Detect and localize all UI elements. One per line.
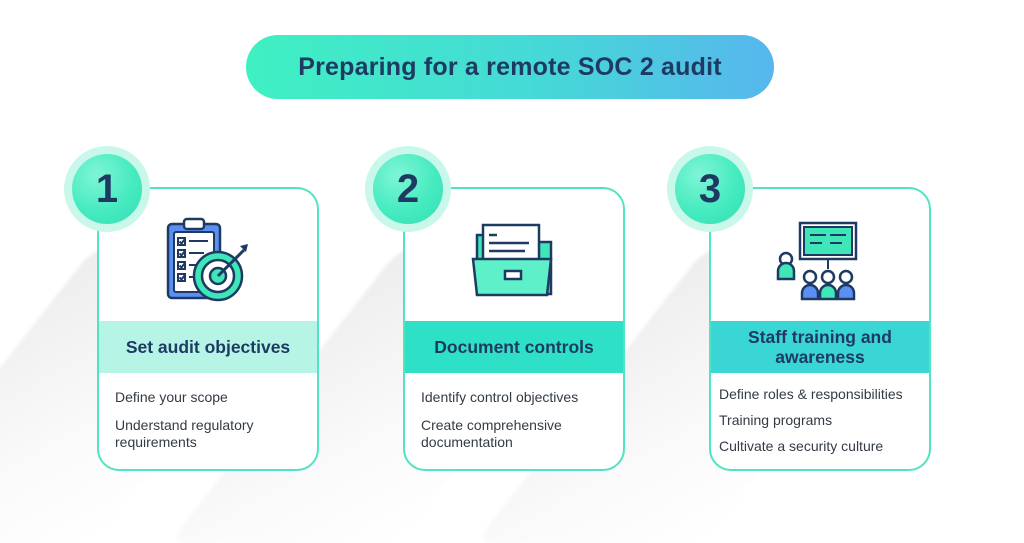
- list-item: Understand regulatory requirements: [115, 417, 254, 450]
- step-items: Define roles & responsibilities Training…: [719, 386, 923, 464]
- step-card-2: Document controls Identify control objec…: [403, 187, 625, 471]
- list-item: Cultivate a security culture: [719, 438, 884, 454]
- step-heading: Document controls: [434, 337, 594, 357]
- step-number-badge-3: 3: [667, 146, 753, 232]
- title-banner: Preparing for a remote SOC 2 audit: [246, 35, 774, 99]
- step-number-badge-1: 1: [64, 146, 150, 232]
- step-items: Define your scope Understand regulatory …: [115, 389, 311, 462]
- step-heading: Set audit objectives: [125, 337, 291, 357]
- step-heading: Staff training and awareness: [748, 327, 892, 367]
- step-number: 3: [698, 166, 722, 211]
- step-number-badge-2: 2: [365, 146, 451, 232]
- list-item: Identify control objectives: [421, 389, 579, 405]
- list-item: Define roles & responsibilities: [719, 386, 903, 402]
- list-item: Define your scope: [115, 389, 228, 405]
- presentation-team-icon: [776, 221, 858, 301]
- list-item: Training programs: [719, 412, 833, 428]
- step-heading-band: Staff training and awareness: [711, 321, 929, 373]
- clipboard-target-icon: [166, 217, 248, 302]
- step-heading-band: Document controls: [405, 321, 623, 373]
- step-items: Identify control objectives Create compr…: [421, 389, 617, 462]
- page-title: Preparing for a remote SOC 2 audit: [298, 52, 722, 81]
- step-number: 2: [396, 166, 420, 211]
- list-item: Create comprehensive documentation: [421, 417, 562, 450]
- step-number: 1: [95, 166, 119, 211]
- folder-documents-icon: [471, 223, 553, 297]
- step-card-1: Set audit objectives Define your scope U…: [97, 187, 319, 471]
- step-card-3: Staff training and awareness Define role…: [709, 187, 931, 471]
- step-heading-band: Set audit objectives: [99, 321, 317, 373]
